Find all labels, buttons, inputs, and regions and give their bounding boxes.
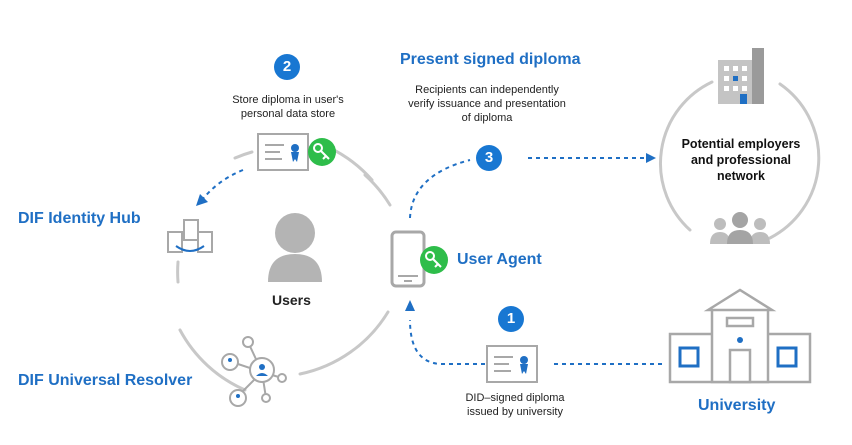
step-1-badge: 1 xyxy=(498,306,524,332)
employers-label-line1: Potential employers xyxy=(681,137,801,151)
present-title: Present signed diploma xyxy=(400,51,581,68)
present-desc-line1: Recipients can independently xyxy=(415,84,559,96)
step-1-caption-line2: issued by university xyxy=(467,406,563,418)
step-2-caption-line2: personal data store xyxy=(240,108,336,120)
present-desc-line3: of diploma xyxy=(461,112,513,124)
employers-label-line3: network xyxy=(717,169,765,183)
employers-label-line2: and professional xyxy=(690,153,792,167)
step-3-badge: 3 xyxy=(476,145,502,171)
user-circle-ring xyxy=(176,150,392,392)
step-2-caption-line1: Store diploma in user's xyxy=(232,94,344,106)
step-2-caption: Store diploma in user's personal data st… xyxy=(208,93,368,121)
university-building-icon xyxy=(668,288,812,384)
phone-icon xyxy=(390,230,426,288)
arrow-to-identity-hub xyxy=(201,169,244,201)
arrow-university-to-agent xyxy=(409,319,485,365)
arrow-agent-up xyxy=(409,159,471,219)
step-1-caption: DID–signed diploma issued by university xyxy=(440,391,590,419)
university-label: University xyxy=(698,397,776,414)
user-agent-label: User Agent xyxy=(457,251,542,268)
present-desc-line2: verify issuance and presentation xyxy=(408,98,566,110)
users-label: Users xyxy=(272,292,311,308)
key-icon-agent xyxy=(420,246,448,274)
network-icon xyxy=(221,336,287,407)
employers-label: Potential employers and professional net… xyxy=(666,136,816,184)
database-icon xyxy=(167,219,213,253)
people-group-icon xyxy=(710,212,770,244)
diploma-icon xyxy=(257,133,309,171)
office-building-icon xyxy=(718,48,764,104)
diploma-icon-bottom xyxy=(486,345,538,383)
universal-resolver-label: DIF Universal Resolver xyxy=(18,372,193,389)
arrowhead-employers xyxy=(646,153,656,163)
arrowhead-agent xyxy=(405,300,415,311)
user-icon xyxy=(268,213,322,282)
key-icon xyxy=(308,138,336,166)
identity-hub-label: DIF Identity Hub xyxy=(18,210,141,227)
step-1-caption-line1: DID–signed diploma xyxy=(465,392,565,404)
present-description: Recipients can independently verify issu… xyxy=(392,83,582,125)
arrowhead-identity-hub xyxy=(196,194,208,206)
user-circle-ring-top xyxy=(328,146,374,182)
step-2-badge: 2 xyxy=(274,54,300,80)
employers-ring xyxy=(659,80,821,240)
